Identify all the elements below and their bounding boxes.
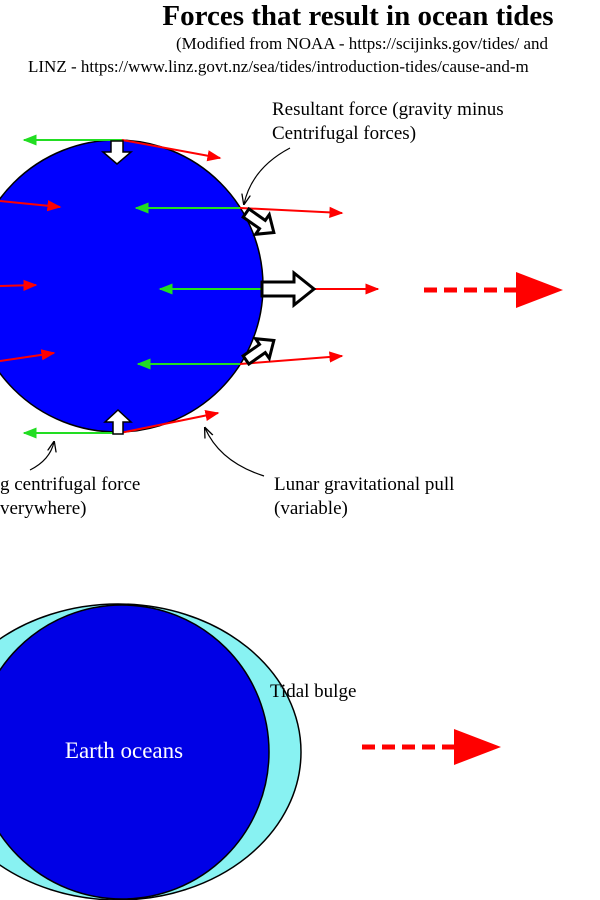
- source-line-1: (Modified from NOAA - https://scijinks.g…: [176, 34, 549, 53]
- source-line-2: LINZ - https://www.linz.govt.nz/sea/tide…: [28, 57, 529, 76]
- label-lunar-line2: (variable): [274, 498, 348, 519]
- gravity-arrow-bottom: [119, 410, 220, 434]
- label-earth-oceans: Earth oceans: [65, 738, 183, 763]
- diagram-title: Forces that result in ocean tides: [162, 0, 553, 32]
- gravity-arrow-left-lower: [0, 349, 56, 362]
- resultant-arrow-lower: [241, 336, 276, 367]
- label-tidal-bulge: Tidal bulge: [270, 681, 356, 702]
- label-centrifugal-line2: verywhere): [0, 498, 87, 519]
- moon-direction-head-bottom: [454, 729, 501, 765]
- resultant-arrow-bottom: [103, 408, 133, 435]
- earth-top: [0, 139, 264, 433]
- resultant-arrow-middle: [260, 269, 317, 309]
- pointer-centrifugal: [29, 442, 54, 471]
- label-resultant-line1: Resultant force (gravity minus: [272, 99, 504, 120]
- label-resultant-line2: Centrifugal forces): [272, 123, 416, 144]
- label-lunar-line1: Lunar gravitational pull: [274, 474, 454, 495]
- gravity-arrow-left-upper: [0, 200, 62, 212]
- moon-direction-head-top: [516, 272, 563, 308]
- earth-oceans: [0, 604, 270, 900]
- gravity-arrow-top: [121, 139, 222, 162]
- pointer-lunar: [205, 428, 265, 477]
- gravity-arrow-lower: [239, 351, 344, 365]
- gravity-arrow-upper: [239, 206, 344, 218]
- label-centrifugal-line1: g centrifugal force: [0, 474, 140, 495]
- gravity-arrow-left-middle: [0, 279, 38, 291]
- resultant-arrow-top: [100, 140, 134, 165]
- pointer-resultant: [244, 147, 291, 204]
- resultant-arrow-upper: [241, 206, 276, 237]
